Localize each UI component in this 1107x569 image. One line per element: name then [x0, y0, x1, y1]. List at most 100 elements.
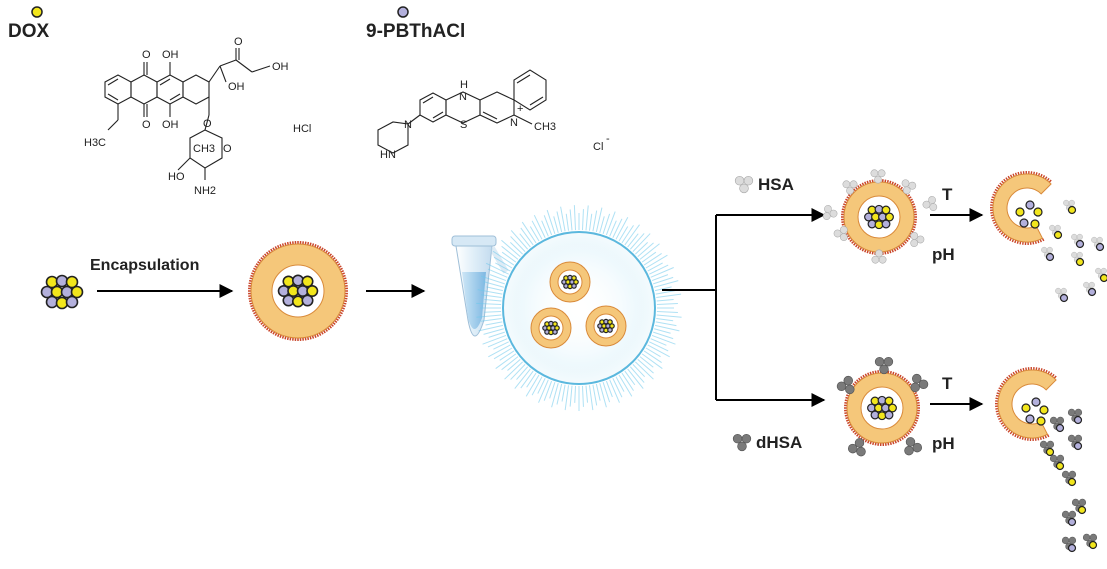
lipid-head [258, 258, 262, 263]
lipid-head [886, 179, 889, 184]
lipid-head [318, 246, 322, 250]
lipid-head [853, 188, 857, 192]
lipid-head [320, 247, 324, 251]
lipid-head [869, 441, 872, 445]
lipid-head [908, 382, 912, 387]
lipid-head [337, 263, 341, 267]
protein-lobe [1095, 267, 1102, 274]
sonication-rays [476, 205, 682, 411]
protein-lobe [824, 205, 832, 213]
lipid-outer-edge [530, 307, 572, 349]
lipid-head [334, 258, 338, 263]
protein-lobe [874, 356, 885, 367]
protein-lobe [1071, 233, 1078, 240]
dox-molecule [1055, 461, 1065, 471]
pbth-molecule [65, 295, 79, 309]
sonic-ray [487, 268, 508, 278]
protein-lobe [1071, 251, 1078, 258]
protein-lobe [1049, 416, 1058, 425]
lipid-head [284, 336, 287, 340]
lipid-head [339, 267, 343, 271]
sonic-ray [533, 214, 546, 238]
protein-lobe [848, 443, 858, 454]
sonic-ray [476, 314, 502, 318]
sonic-ray [487, 338, 508, 348]
sonic-ray [553, 216, 559, 233]
dox-molecule [881, 205, 891, 215]
sonic-ray [602, 213, 611, 234]
sonic-ray [654, 328, 671, 334]
lipid-bilayer [550, 262, 590, 302]
sonic-ray [581, 209, 584, 231]
hsa-protein [833, 225, 848, 241]
lipid-head [857, 245, 861, 249]
protein-lobe [874, 175, 882, 184]
sonic-ray [654, 286, 672, 292]
lipid-head [869, 179, 872, 184]
small-liposomes [530, 261, 627, 349]
lipid-head [335, 261, 339, 264]
sonic-ray [476, 302, 502, 306]
pbth-molecule [1075, 239, 1085, 249]
protein-lobe [1071, 498, 1080, 507]
sonic-ray [510, 236, 526, 252]
protein-lobe [871, 255, 880, 264]
sonic-ray [649, 341, 669, 352]
sonic-ray [531, 220, 543, 240]
lipid-head [843, 200, 848, 204]
sonic-ray [510, 364, 526, 380]
lipid-head [857, 185, 861, 189]
protein-lobe [904, 445, 914, 456]
pbth-atom-n3: N [404, 119, 412, 131]
lipid-head [311, 243, 315, 247]
lipid-head [864, 439, 868, 443]
sonic-ray [656, 310, 678, 313]
lipid-head [276, 333, 280, 337]
sonic-ray [501, 251, 517, 263]
sonic-ray [538, 379, 549, 403]
lipid-head [340, 269, 344, 273]
dox-molecule [1033, 207, 1043, 217]
pbth-atom-h: H [460, 79, 468, 91]
ruptured-liposome-dhsa [994, 366, 1057, 442]
sonic-ray [609, 220, 617, 237]
sonic-ray [653, 276, 674, 285]
sonic-ray [480, 317, 502, 322]
sonic-ray [592, 210, 598, 232]
lipid-bilayer [844, 182, 914, 252]
sonic-ray [574, 385, 577, 403]
encapsulation-label: Encapsulation [90, 257, 199, 274]
pbth-molecule [1059, 293, 1069, 303]
lipid-head [322, 330, 326, 334]
protein-lobe [1046, 246, 1053, 253]
sonic-ray [489, 274, 507, 282]
dhsa-protein [910, 373, 929, 393]
protein-lobe [1083, 281, 1090, 288]
protein-lobe [1049, 224, 1056, 231]
sonic-ray [488, 331, 505, 338]
protein-lobe [875, 249, 883, 258]
protein-lobe [839, 233, 848, 241]
protein-lobe [743, 175, 754, 186]
pbth-molecule [1055, 423, 1065, 433]
sonication-circle [502, 231, 656, 385]
lipid-head [911, 425, 915, 429]
dox-atom-hcl: HCl [293, 123, 311, 135]
lipid-head [913, 421, 918, 425]
dox-molecule [885, 212, 894, 222]
lipid-head [250, 304, 254, 308]
sonic-ray [599, 216, 605, 233]
lipid-head [889, 441, 892, 446]
lipid-bilayer [586, 306, 626, 346]
pbth-molecule [1019, 218, 1029, 228]
lipid-head [253, 311, 257, 315]
pbth-molecule [607, 327, 613, 333]
protein-lobe [839, 225, 848, 234]
lipid-head [845, 416, 849, 420]
sonic-ray [624, 224, 640, 246]
protein-lobe [1091, 236, 1098, 243]
lipid-head [268, 328, 271, 332]
sonic-ray [612, 378, 623, 398]
sonic-ray [514, 368, 531, 389]
